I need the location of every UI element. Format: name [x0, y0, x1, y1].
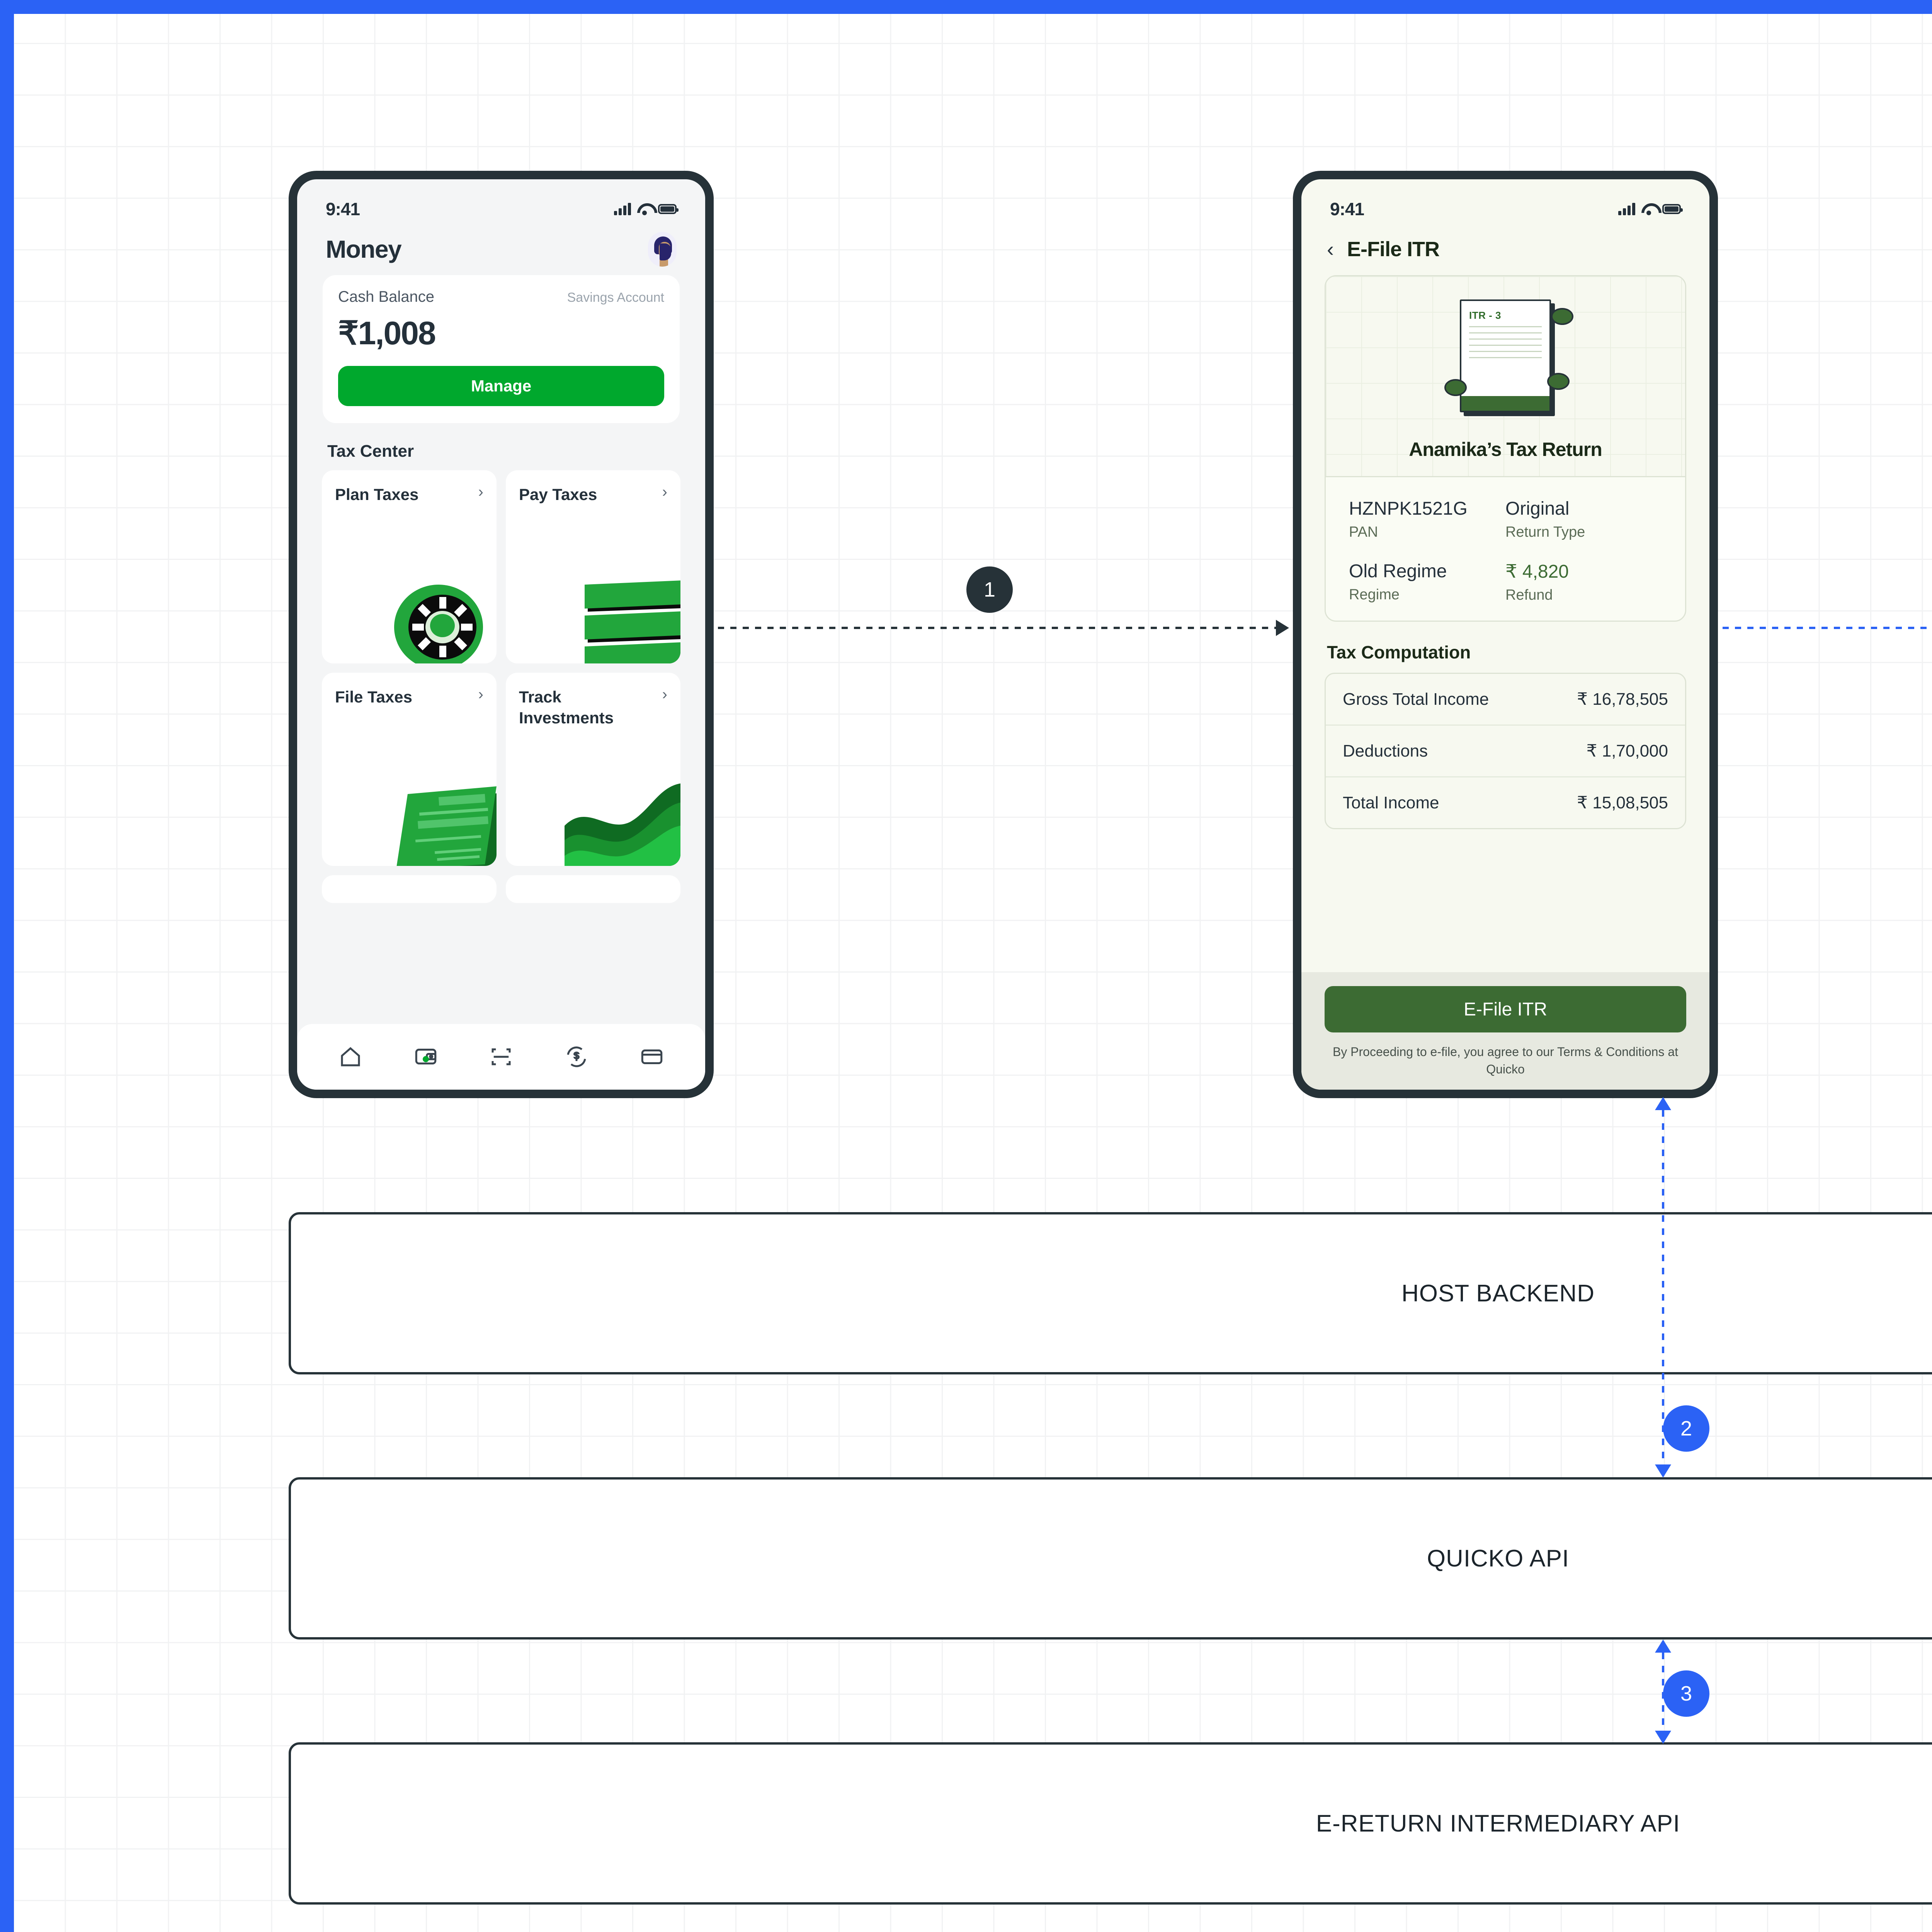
tile-label: File Taxes [335, 688, 412, 706]
eri-api-label: E-RETURN INTERMEDIARY API [1316, 1810, 1680, 1837]
pan-value: HZNPK1521G [1349, 498, 1468, 519]
table-row: Total Income ₹ 15,08,505 [1326, 777, 1685, 828]
tax-return-fields: HZNPK1521G PAN Original Return Type Old … [1326, 477, 1685, 621]
step-badge-2: 2 [1663, 1405, 1709, 1452]
card-icon[interactable] [639, 1044, 665, 1070]
tile-partial [506, 875, 680, 903]
transfer-icon[interactable] [564, 1044, 589, 1070]
quicko-api-label: QUICKO API [1427, 1545, 1570, 1572]
connector-step-2 [1655, 1097, 1671, 1478]
status-bar: 9:41 [1301, 179, 1709, 222]
leaf-icon [1547, 373, 1570, 390]
row-label: Deductions [1343, 741, 1428, 760]
efile-footer: E-File ITR By Proceeding to e-file, you … [1301, 972, 1709, 1090]
tile-plan-taxes[interactable]: Plan Taxes › [322, 470, 497, 663]
leaf-icon [1444, 379, 1467, 396]
page-title: E-File ITR [1347, 238, 1440, 261]
tile-file-taxes[interactable]: File Taxes › [322, 673, 497, 866]
step-badge-3: 3 [1663, 1670, 1709, 1717]
chevron-right-icon: › [478, 483, 483, 500]
tile-pay-taxes[interactable]: Pay Taxes › [506, 470, 680, 663]
eri-api-box: E-RETURN INTERMEDIARY API [289, 1742, 1932, 1905]
wifi-icon [637, 203, 652, 215]
battery-icon [658, 204, 679, 214]
tile-label: Track Investments [519, 688, 614, 727]
status-time: 9:41 [326, 199, 360, 219]
signal-icon [1618, 203, 1635, 215]
back-arrow-icon[interactable]: ‹ [1327, 238, 1334, 261]
wallet-nav-item[interactable] [413, 1043, 439, 1071]
page-title: Money [326, 235, 402, 263]
cash-balance-card: Cash Balance Savings Account ₹1,008 Mana… [323, 275, 680, 423]
tax-computation-title: Tax Computation [1327, 642, 1471, 662]
tile-label: Pay Taxes [519, 485, 597, 503]
tax-center-title: Tax Center [327, 442, 414, 461]
tax-return-card: ITR - 3 Anamika’s Tax Return HZNPK1521G … [1325, 275, 1686, 622]
pan-label: PAN [1349, 524, 1378, 540]
row-value: ₹ 16,78,505 [1577, 690, 1668, 709]
balance-label: Cash Balance [338, 288, 435, 305]
tax-return-title: Anamika’s Tax Return [1409, 439, 1602, 460]
chevron-right-icon: › [478, 686, 483, 703]
status-bar: 9:41 [297, 179, 705, 222]
phone-mockup-center: 9:41 ‹ E-File ITR ITR - 3 [1293, 171, 1718, 1098]
host-backend-label: HOST BACKEND [1401, 1280, 1595, 1307]
balance-amount: ₹1,008 [338, 315, 436, 351]
tile-label: Plan Taxes [335, 485, 419, 503]
growth-waves-icon [565, 783, 680, 866]
avatar[interactable] [648, 232, 677, 267]
return-type-label: Return Type [1505, 524, 1585, 540]
itr-document-illustration: ITR - 3 [1460, 299, 1551, 412]
status-time: 9:41 [1330, 199, 1364, 219]
tax-computation-table: Gross Total Income ₹ 16,78,505 Deduction… [1325, 673, 1686, 829]
battery-icon [1662, 204, 1683, 214]
row-label: Total Income [1343, 793, 1439, 812]
tax-wheel-icon [394, 585, 483, 663]
regime-label: Regime [1349, 587, 1400, 603]
phone-mockup-left: 9:41 Money Cash Balance Savings Account [289, 171, 714, 1098]
row-value: ₹ 1,70,000 [1586, 742, 1668, 760]
efile-itr-button[interactable]: E-File ITR [1325, 986, 1686, 1033]
status-icons [1618, 203, 1683, 215]
home-icon[interactable] [338, 1044, 363, 1070]
wallet-icon[interactable] [413, 1043, 439, 1069]
refund-value: ₹ 4,820 [1505, 561, 1569, 582]
status-icons [614, 203, 679, 215]
row-value: ₹ 15,08,505 [1577, 793, 1668, 812]
efile-header: ‹ E-File ITR [1301, 222, 1709, 275]
regime-value: Old Regime [1349, 561, 1447, 582]
scan-icon[interactable] [488, 1044, 514, 1070]
host-backend-box: HOST BACKEND [289, 1212, 1932, 1374]
bottom-nav [297, 1024, 705, 1090]
tax-center-tiles: Plan Taxes › [297, 470, 705, 866]
documents-icon [396, 786, 497, 866]
cash-stack-icon [585, 580, 680, 663]
tax-return-hero: ITR - 3 Anamika’s Tax Return [1326, 276, 1685, 477]
return-type-value: Original [1505, 498, 1570, 519]
signal-icon [614, 203, 631, 215]
tile-track-investments[interactable]: Track Investments › [506, 673, 680, 866]
quicko-api-box: QUICKO API [289, 1477, 1932, 1639]
manage-button[interactable]: Manage [338, 366, 664, 406]
diagram-canvas: 9:41 Money Cash Balance Savings Account [14, 14, 1932, 1932]
table-row: Gross Total Income ₹ 16,78,505 [1326, 674, 1685, 726]
chevron-right-icon: › [662, 686, 667, 703]
connector-step-1 [718, 620, 1289, 636]
connector-step-4 [1723, 627, 1932, 629]
chevron-right-icon: › [662, 483, 667, 500]
row-label: Gross Total Income [1343, 689, 1489, 709]
refund-label: Refund [1505, 587, 1553, 603]
tile-partial [322, 875, 497, 903]
account-type-label: Savings Account [567, 290, 664, 305]
leaf-icon [1551, 308, 1573, 325]
itr-form-label: ITR - 3 [1469, 310, 1501, 321]
table-row: Deductions ₹ 1,70,000 [1326, 726, 1685, 777]
app-header: Money [297, 222, 705, 275]
step-badge-1: 1 [966, 566, 1013, 613]
wifi-icon [1641, 203, 1656, 215]
active-nav-dot [422, 1056, 429, 1062]
terms-text: By Proceeding to e-file, you agree to ou… [1332, 1045, 1679, 1077]
